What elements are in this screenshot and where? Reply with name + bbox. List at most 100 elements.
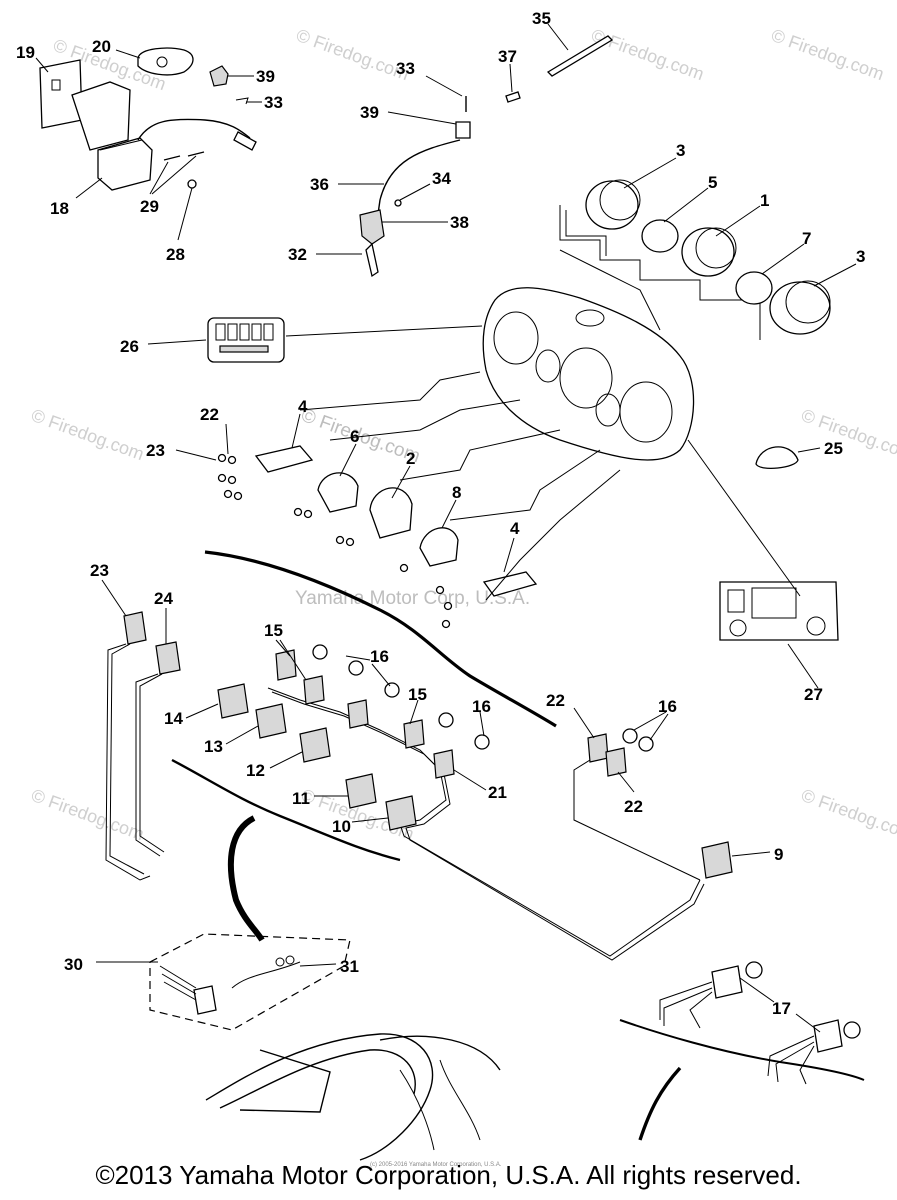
sketch-line bbox=[439, 1059, 481, 1141]
connector-15a bbox=[275, 649, 297, 681]
harness-24 bbox=[135, 673, 161, 857]
part-label-18: 18 bbox=[50, 199, 69, 218]
part-label-9: 9 bbox=[774, 845, 783, 864]
leader-27 bbox=[787, 643, 819, 689]
part-label-23: 23 bbox=[146, 441, 165, 460]
gasket-hole bbox=[156, 56, 168, 68]
switch-wires-30 bbox=[159, 965, 197, 1001]
fastener bbox=[217, 473, 227, 483]
grommet-16 bbox=[312, 644, 328, 660]
dash-hole-2 bbox=[535, 349, 561, 383]
leader-16b bbox=[479, 711, 485, 737]
connector-17b bbox=[813, 1019, 843, 1053]
nut-28 bbox=[187, 179, 197, 189]
fastener-stack-left bbox=[217, 453, 453, 629]
part-label-32: 32 bbox=[288, 245, 307, 264]
housing-6 bbox=[317, 472, 359, 513]
leader-3b bbox=[813, 263, 857, 287]
leader-14 bbox=[185, 703, 219, 719]
connector-24 bbox=[155, 641, 181, 675]
leader-16a2 bbox=[371, 663, 391, 687]
fastener bbox=[227, 455, 237, 465]
part-label-19: 19 bbox=[16, 43, 35, 62]
display-panel-27 bbox=[719, 581, 839, 641]
connector-22b bbox=[605, 747, 627, 777]
assembly-line bbox=[329, 399, 521, 441]
switch-slot bbox=[239, 323, 250, 341]
leader-17a bbox=[739, 977, 775, 1003]
leader-21 bbox=[453, 769, 487, 791]
part-label-38: 38 bbox=[450, 213, 469, 232]
part-label-15: 15 bbox=[264, 621, 283, 640]
nut-17a bbox=[745, 961, 763, 979]
part-label-22: 22 bbox=[546, 691, 565, 710]
leader-15a1 bbox=[275, 639, 291, 657]
leader-22c bbox=[617, 771, 635, 793]
part-labels: 19 20 39 33 18 29 28 33 39 36 34 38 32 3… bbox=[16, 9, 865, 1018]
leader-22a bbox=[225, 423, 229, 455]
switch-12 bbox=[299, 727, 331, 763]
fastener bbox=[443, 601, 453, 611]
connector-22a bbox=[587, 733, 609, 763]
leader-5 bbox=[663, 187, 709, 223]
switch-11 bbox=[345, 773, 377, 809]
grommet-16 bbox=[348, 660, 364, 676]
housing-8 bbox=[419, 527, 459, 567]
lever-arm-32 bbox=[365, 242, 379, 278]
kit-boundary bbox=[149, 933, 351, 1031]
bottom-hull-sketch bbox=[205, 1033, 501, 1161]
cable-36 bbox=[377, 139, 461, 215]
leader-16a1 bbox=[345, 655, 371, 661]
leader-39b bbox=[387, 111, 457, 125]
watermark-company-text: Yamaha Motor Corp, U.S.A. bbox=[295, 588, 530, 609]
rods-35-37 bbox=[505, 35, 614, 103]
part-label-13: 13 bbox=[204, 737, 223, 756]
display-left-slot bbox=[727, 589, 745, 613]
switch-slot bbox=[251, 323, 262, 341]
harness-22 bbox=[573, 759, 701, 881]
switch-13 bbox=[255, 703, 287, 739]
sketch-line bbox=[205, 1033, 434, 1161]
switch-connector-cluster bbox=[217, 644, 733, 961]
fastener bbox=[303, 509, 313, 519]
plate-hole bbox=[51, 79, 61, 91]
part-label-16: 16 bbox=[370, 647, 389, 666]
assembly-line bbox=[449, 449, 601, 521]
dash-top-knob bbox=[575, 309, 605, 327]
small-copyright-text: (c) 2005-2016 Yamaha Motor Corporation, … bbox=[370, 1162, 502, 1168]
fitting-37 bbox=[505, 91, 521, 103]
part-label-30: 30 bbox=[64, 955, 83, 974]
sketch-line bbox=[219, 1049, 416, 1109]
leader-26a bbox=[147, 339, 207, 345]
gauge-7 bbox=[735, 271, 773, 305]
fastener bbox=[345, 537, 355, 547]
dash-hole-5 bbox=[619, 381, 673, 443]
display-screen bbox=[751, 587, 797, 619]
gauge-harness-2 bbox=[565, 210, 607, 256]
copyright-notice: ©2013 Yamaha Motor Corporation, U.S.A. A… bbox=[95, 1160, 802, 1190]
watermark-text: © Firedog.com bbox=[589, 25, 707, 84]
assembly-line bbox=[559, 249, 661, 331]
part-label-4: 4 bbox=[298, 397, 308, 416]
horn-edge bbox=[99, 139, 143, 151]
dash-hole-3 bbox=[559, 347, 613, 409]
leader-10 bbox=[351, 817, 389, 823]
grommet-16 bbox=[474, 734, 490, 750]
hull-line-lower-right bbox=[638, 1066, 682, 1141]
housing-2 bbox=[369, 487, 413, 539]
grommet-16 bbox=[622, 728, 638, 744]
leader-13 bbox=[225, 725, 259, 745]
part-label-15: 15 bbox=[408, 685, 427, 704]
part-label-23: 23 bbox=[90, 561, 109, 580]
lever-body-32 bbox=[359, 209, 385, 245]
part-label-33: 33 bbox=[264, 93, 283, 112]
hull-contours bbox=[171, 550, 865, 1141]
leader-34 bbox=[399, 183, 431, 201]
sketch-line bbox=[379, 1035, 501, 1071]
part-label-33: 33 bbox=[396, 59, 415, 78]
tool-31 bbox=[231, 961, 301, 989]
part-label-10: 10 bbox=[332, 817, 351, 836]
leader-19 bbox=[35, 57, 49, 73]
left-harnesses bbox=[105, 611, 181, 881]
